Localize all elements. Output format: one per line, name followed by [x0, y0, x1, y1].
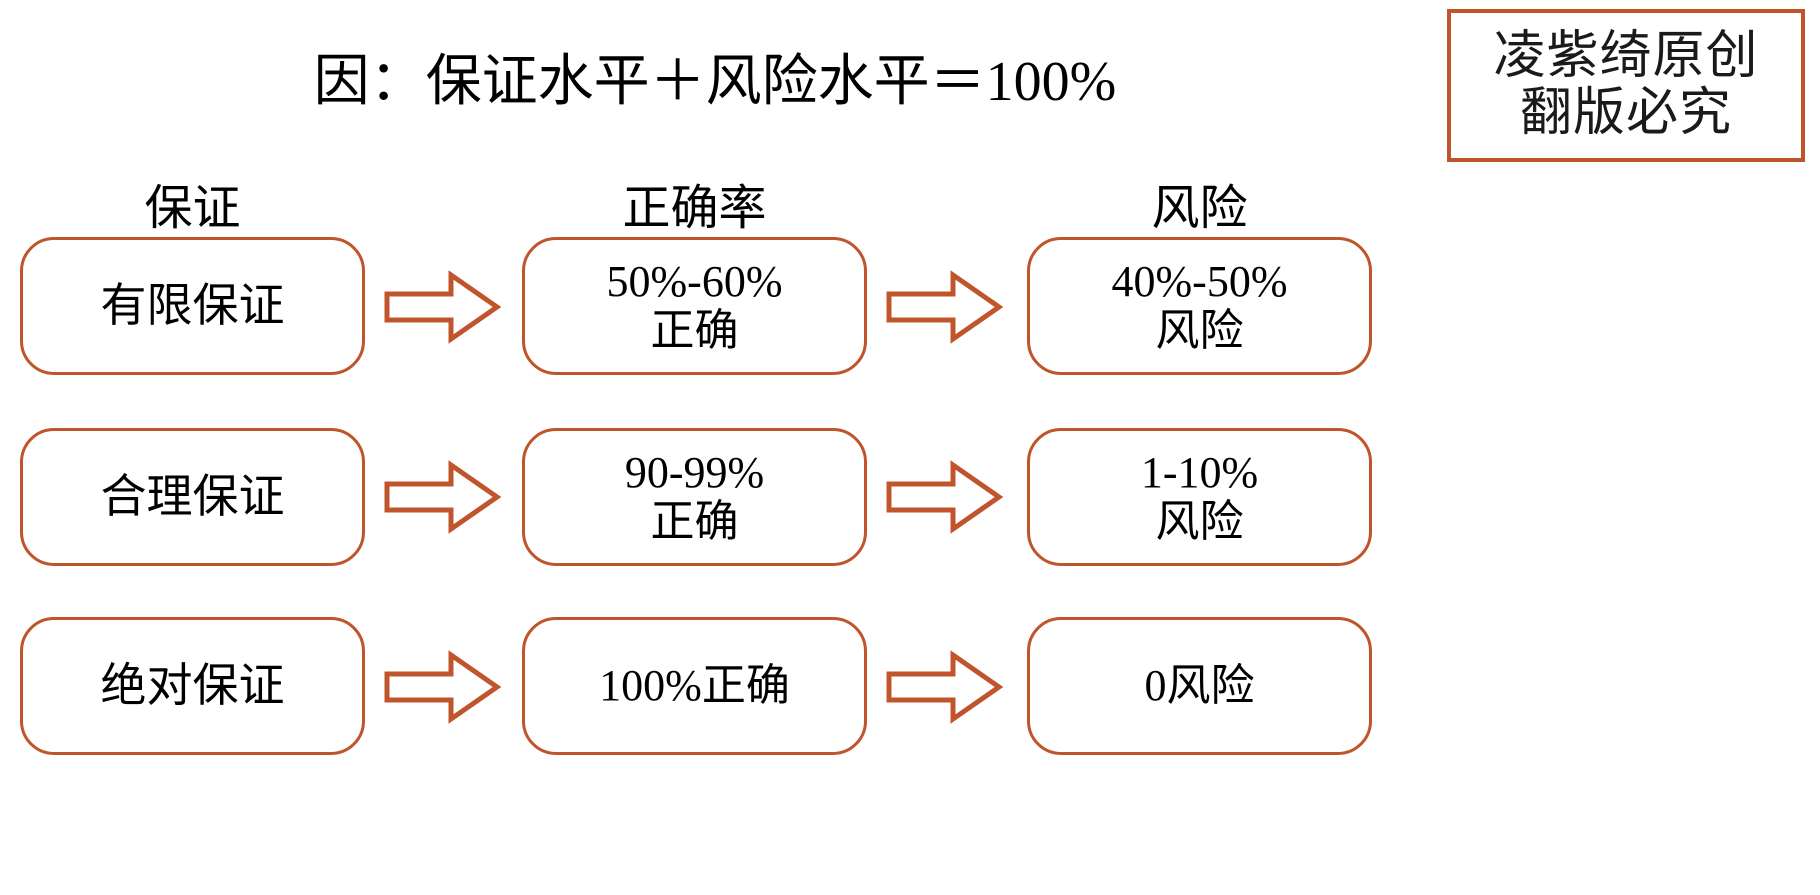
accuracy-box-row-3[interactable]: 100%正确	[522, 617, 867, 755]
assurance-label-row-3: 绝对保证	[100, 660, 285, 712]
assurance-box-row-3[interactable]: 绝对保证	[20, 617, 365, 755]
page-title: 因：保证水平＋风险水平＝100%	[313, 51, 1117, 113]
assurance-label-row-1: 有限保证	[100, 280, 285, 332]
risk-box-row-1[interactable]: 40%-50% 风险	[1027, 237, 1372, 375]
right-block-arrow-icon	[885, 460, 1003, 534]
accuracy-box-row-2[interactable]: 90-99% 正确	[522, 428, 867, 566]
risk-label-row-2: 1-10% 风险	[1140, 447, 1259, 546]
accuracy-box-row-1[interactable]: 50%-60% 正确	[522, 237, 867, 375]
column-header-risk: 风险	[1151, 182, 1248, 235]
column-header-assurance: 保证	[144, 182, 241, 235]
watermark-line-1: 凌紫绮原创	[1493, 28, 1759, 86]
risk-label-row-1: 40%-50% 风险	[1111, 256, 1288, 355]
accuracy-label-row-1: 50%-60% 正确	[606, 256, 783, 355]
right-block-arrow-icon	[383, 270, 501, 344]
right-block-arrow-icon	[885, 270, 1003, 344]
column-header-accuracy: 正确率	[622, 182, 767, 235]
assurance-label-row-2: 合理保证	[100, 471, 285, 523]
risk-label-row-3: 0风险	[1144, 661, 1255, 711]
assurance-box-row-2[interactable]: 合理保证	[20, 428, 365, 566]
risk-box-row-2[interactable]: 1-10% 风险	[1027, 428, 1372, 566]
accuracy-label-row-3: 100%正确	[599, 661, 790, 711]
watermark-box: 凌紫绮原创 翻版必究	[1447, 9, 1805, 162]
right-block-arrow-icon	[885, 650, 1003, 724]
right-block-arrow-icon	[383, 650, 501, 724]
assurance-box-row-1[interactable]: 有限保证	[20, 237, 365, 375]
risk-box-row-3[interactable]: 0风险	[1027, 617, 1372, 755]
accuracy-label-row-2: 90-99% 正确	[624, 447, 765, 546]
watermark-line-2: 翻版必究	[1519, 84, 1732, 142]
right-block-arrow-icon	[383, 460, 501, 534]
